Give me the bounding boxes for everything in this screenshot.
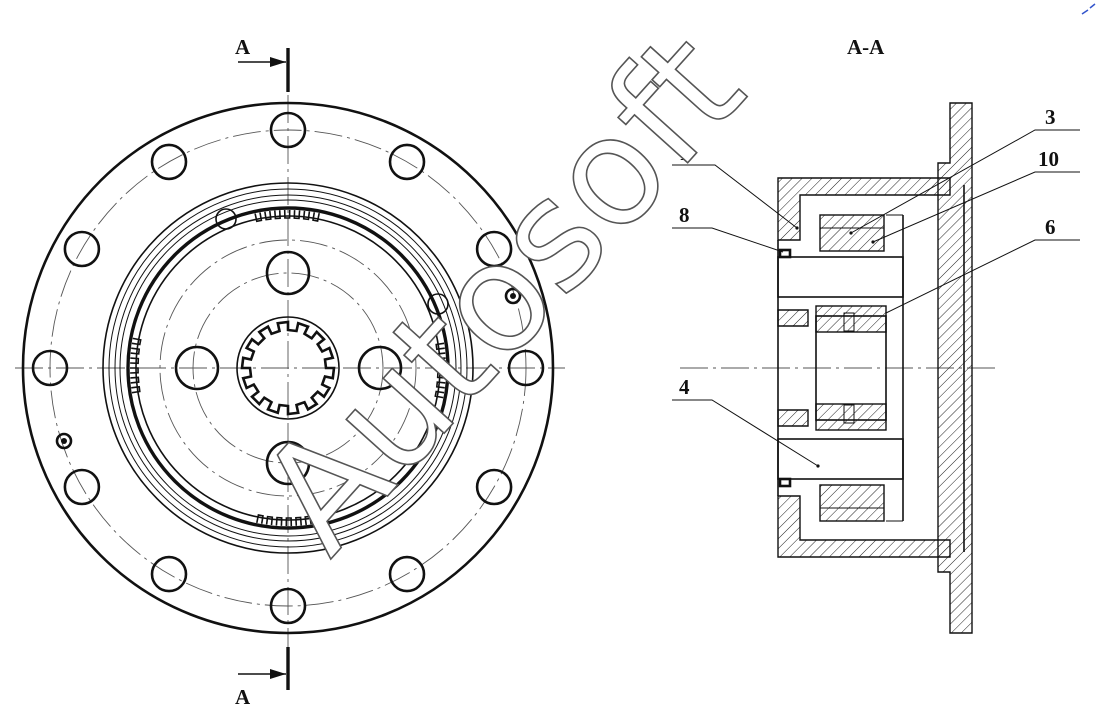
- carrier-pitch-circle: [192, 272, 384, 464]
- pin-hole-left-core: [61, 438, 67, 444]
- front-view: A A: [15, 35, 565, 709]
- bolt-hole: [388, 555, 426, 593]
- bolt-hole: [507, 349, 545, 387]
- splined-shaft-profile: [240, 320, 336, 416]
- watermark-text: Autosoft: [227, 2, 776, 585]
- carrier-hole-left: [174, 345, 220, 391]
- ring-gear-teeth: [130, 209, 446, 527]
- housing-bottom-wall: [777, 495, 951, 558]
- bolt-hole: [388, 143, 426, 181]
- section-letter-bottom: A: [235, 685, 251, 709]
- section-arrow-top-head: [270, 57, 286, 67]
- carrier-hole-top: [265, 250, 311, 296]
- bolt-hole: [150, 143, 188, 181]
- ring-gear-tooth-segment: [130, 337, 142, 394]
- callout-label-8: 8: [679, 203, 690, 227]
- pin-hole-right: [504, 287, 522, 305]
- ring-gear-tooth-segment: [254, 209, 320, 223]
- leader-4: [672, 399, 819, 467]
- section-arrow-bottom-head: [270, 669, 286, 679]
- bolt-hole: [31, 349, 69, 387]
- retaining-ring-top: [778, 248, 792, 259]
- bottom-planet-axle: [777, 438, 904, 480]
- bolt-hole: [475, 468, 513, 506]
- sun-gear-upper-teeth: [815, 305, 887, 333]
- bolt-hole: [269, 587, 307, 625]
- bottom-planet-gear: [819, 484, 885, 522]
- callout-label-4: 4: [679, 375, 690, 399]
- section-view: A-A: [672, 35, 1080, 634]
- sun-gear-keyway-bottom: [843, 404, 855, 424]
- spline-bore-outer: [236, 316, 340, 420]
- ring-gear-tooth-segment: [434, 342, 446, 399]
- carrier-hole-bottom: [265, 440, 311, 486]
- retaining-ring-bottom: [778, 477, 792, 488]
- planet-pitch-circle: [159, 239, 417, 497]
- leader-3: [850, 129, 1080, 234]
- locating-hole-right: [427, 293, 449, 315]
- leader-10: [872, 171, 1080, 243]
- top-planet-axle: [777, 256, 904, 298]
- bolt-hole: [269, 111, 307, 149]
- housing-wall-upper: [777, 309, 809, 327]
- bolt-hole: [63, 230, 101, 268]
- ring-gear-heavy-ring: [126, 206, 450, 530]
- section-title: A-A: [847, 35, 885, 59]
- leader-8: [672, 227, 784, 253]
- leader-6: [885, 239, 1080, 314]
- pin-hole-left: [55, 432, 73, 450]
- bolt-hole: [63, 468, 101, 506]
- callout-label-1: 1: [679, 141, 690, 165]
- leader-1: [672, 164, 798, 229]
- bolt-pitch-circle: [49, 129, 527, 607]
- bolt-holes: [31, 111, 545, 625]
- housing-ring-4: [119, 199, 457, 537]
- housing-ring-2: [108, 188, 468, 548]
- sun-gear-keyway-top: [843, 312, 855, 332]
- callout-label-10: 10: [1038, 147, 1059, 171]
- housing-ring-3: [114, 194, 462, 542]
- flange-outer-circle: [21, 101, 555, 635]
- sun-gear-lower-teeth: [815, 403, 887, 431]
- callout-label-3: 3: [1045, 105, 1056, 129]
- section-letter-top: A: [235, 35, 251, 59]
- callout-label-6: 6: [1045, 215, 1056, 239]
- pin-hole-right-core: [510, 293, 516, 299]
- locating-hole-top: [215, 208, 237, 230]
- carrier-hole-right: [357, 345, 403, 391]
- bolt-hole: [150, 555, 188, 593]
- bolt-hole: [475, 230, 513, 268]
- housing-wall-lower: [777, 409, 809, 427]
- ring-gear-tooth-segment: [256, 513, 322, 527]
- corner-scribble-mark: [1081, 3, 1096, 15]
- housing-outer-ring: [102, 182, 474, 554]
